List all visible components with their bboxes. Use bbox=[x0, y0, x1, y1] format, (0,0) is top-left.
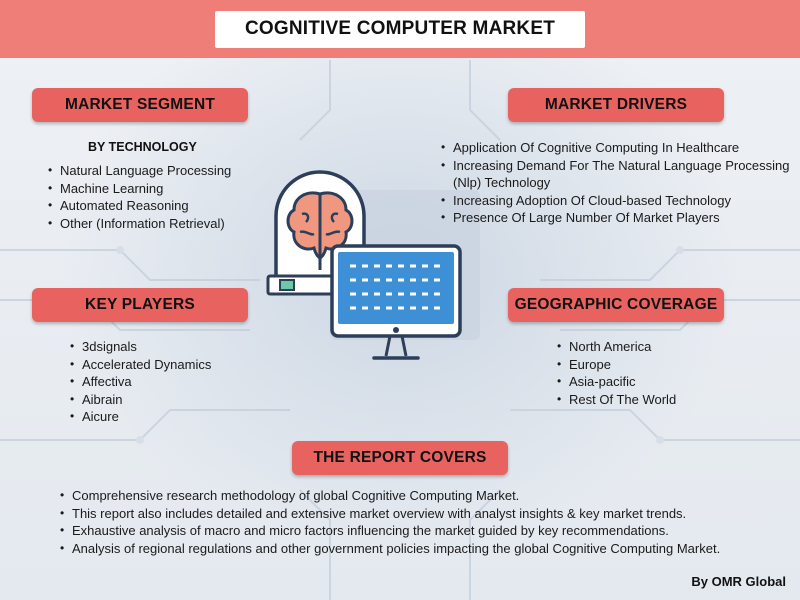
list-item: Machine Learning bbox=[48, 180, 278, 198]
list-item: Natural Language Processing bbox=[48, 162, 278, 180]
list-item: North America bbox=[557, 338, 757, 356]
geographic-coverage-list: North America Europe Asia-pacific Rest O… bbox=[557, 338, 757, 408]
report-covers-list: Comprehensive research methodology of gl… bbox=[60, 487, 790, 557]
list-item: Increasing Demand For The Natural Langua… bbox=[441, 157, 793, 192]
list-item: Presence Of Large Number Of Market Playe… bbox=[441, 209, 793, 227]
list-item: Aibrain bbox=[70, 391, 270, 409]
list-item: Automated Reasoning bbox=[48, 197, 278, 215]
list-item: Aicure bbox=[70, 408, 270, 426]
list-item: Affectiva bbox=[70, 373, 270, 391]
list-item: Comprehensive research methodology of gl… bbox=[60, 487, 790, 505]
market-drivers-list: Application Of Cognitive Computing In He… bbox=[441, 139, 793, 227]
geographic-coverage-heading: GEOGRAPHIC COVERAGE bbox=[508, 288, 724, 322]
list-item: Rest Of The World bbox=[557, 391, 757, 409]
credit-text: By OMR Global bbox=[691, 574, 786, 589]
page-title: COGNITIVE COMPUTER MARKET bbox=[214, 10, 586, 48]
list-item: Other (Information Retrieval) bbox=[48, 215, 278, 233]
list-item: Europe bbox=[557, 356, 757, 374]
key-players-list: 3dsignals Accelerated Dynamics Affectiva… bbox=[70, 338, 270, 426]
list-item: This report also includes detailed and e… bbox=[60, 505, 790, 523]
report-covers-heading: THE REPORT COVERS bbox=[292, 441, 508, 475]
monitor-icon bbox=[330, 244, 462, 360]
list-item: Analysis of regional regulations and oth… bbox=[60, 540, 790, 558]
market-drivers-heading: MARKET DRIVERS bbox=[508, 88, 724, 122]
cognitive-computer-illustration bbox=[266, 170, 462, 360]
list-item: 3dsignals bbox=[70, 338, 270, 356]
market-segment-subheading: BY TECHNOLOGY bbox=[88, 140, 197, 154]
market-segment-list: Natural Language Processing Machine Lear… bbox=[48, 162, 278, 232]
list-item: Exhaustive analysis of macro and micro f… bbox=[60, 522, 790, 540]
list-item: Application Of Cognitive Computing In He… bbox=[441, 139, 793, 157]
title-band: COGNITIVE COMPUTER MARKET bbox=[0, 0, 800, 58]
market-segment-heading: MARKET SEGMENT bbox=[32, 88, 248, 122]
list-item: Accelerated Dynamics bbox=[70, 356, 270, 374]
list-item: Asia-pacific bbox=[557, 373, 757, 391]
list-item: Increasing Adoption Of Cloud-based Techn… bbox=[441, 192, 793, 210]
key-players-heading: KEY PLAYERS bbox=[32, 288, 248, 322]
